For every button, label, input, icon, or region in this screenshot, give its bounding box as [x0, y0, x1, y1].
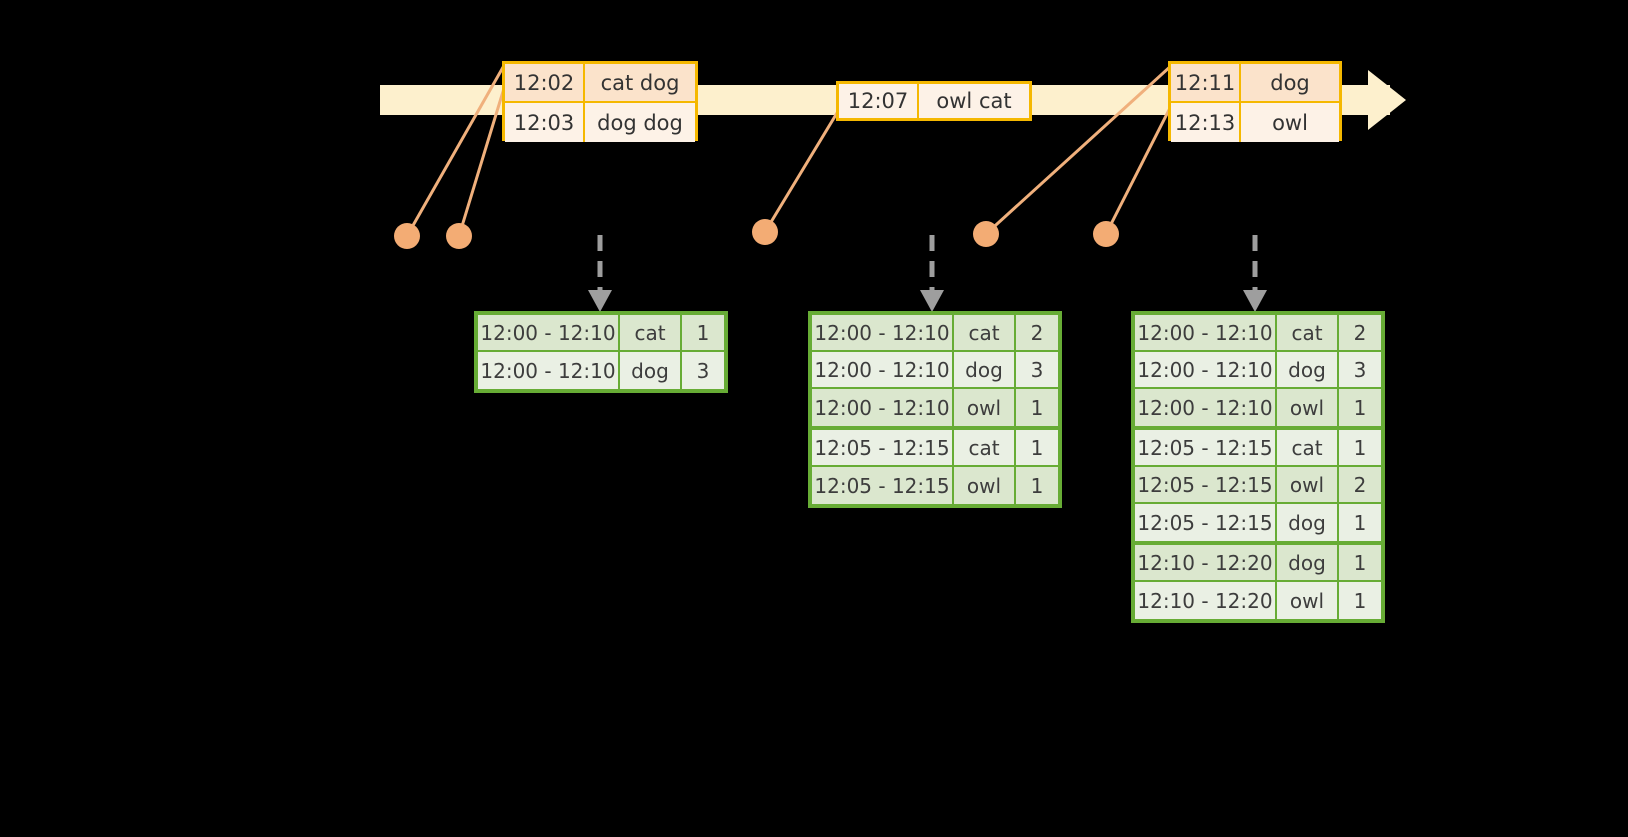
event-row: 12:03 dog dog: [505, 103, 695, 142]
window-count: 2: [1339, 467, 1381, 502]
window-range: 12:00 - 12:10: [1135, 315, 1277, 350]
event-words: dog: [1241, 64, 1339, 101]
window-count: 2: [1339, 315, 1381, 350]
window-range: 12:00 - 12:10: [1135, 389, 1277, 426]
window-range: 12:00 - 12:10: [478, 315, 620, 350]
event-dot-4: [973, 221, 999, 247]
event-box-3[interactable]: 12:11 dog 12:13 owl: [1168, 61, 1342, 142]
window-count: 1: [1016, 467, 1058, 504]
window-count: 1: [1016, 389, 1058, 426]
event-box-2[interactable]: 12:07 owl cat: [836, 81, 1032, 121]
window-count: 1: [1339, 582, 1381, 619]
window-key: owl: [1277, 467, 1339, 502]
window-key: cat: [620, 315, 682, 350]
window-key: dog: [620, 352, 682, 389]
flow-arrow-1-head: [588, 290, 612, 312]
event-dot-3: [752, 219, 778, 245]
window-key: cat: [954, 430, 1016, 465]
window-count: 1: [1339, 504, 1381, 541]
timeline-arrow-head: [1368, 70, 1406, 130]
event-time: 12:11: [1171, 64, 1241, 101]
window-count: 1: [1016, 430, 1058, 465]
window-count: 1: [682, 315, 724, 350]
event-dot-1: [394, 223, 420, 249]
event-time: 12:02: [505, 64, 585, 101]
window-range: 12:05 - 12:15: [1135, 430, 1277, 465]
event-words: owl cat: [919, 84, 1029, 118]
window-range: 12:05 - 12:15: [812, 430, 954, 465]
event-time: 12:03: [505, 103, 585, 142]
window-key: dog: [1277, 504, 1339, 541]
flow-arrow-2-head: [920, 290, 944, 312]
event-words: owl: [1241, 103, 1339, 142]
event-dot-2: [446, 223, 472, 249]
window-range: 12:00 - 12:10: [812, 352, 954, 387]
event-words: dog dog: [585, 103, 695, 142]
window-key: cat: [1277, 315, 1339, 350]
event-row: 12:11 dog: [1171, 64, 1339, 103]
window-key: dog: [1277, 545, 1339, 580]
window-key: owl: [1277, 389, 1339, 426]
window-range: 12:05 - 12:15: [1135, 467, 1277, 502]
window-key: owl: [1277, 582, 1339, 619]
window-range: 12:10 - 12:20: [1135, 545, 1277, 580]
window-count: 1: [1339, 430, 1381, 465]
window-range: 12:10 - 12:20: [1135, 582, 1277, 619]
event-row: 12:02 cat dog: [505, 64, 695, 103]
window-range: 12:05 - 12:15: [1135, 504, 1277, 541]
window-key: cat: [1277, 430, 1339, 465]
window-range: 12:05 - 12:15: [812, 467, 954, 504]
window-key: owl: [954, 389, 1016, 426]
connector-line-5: [1104, 103, 1174, 235]
window-range: 12:00 - 12:10: [1135, 352, 1277, 387]
event-dot-5: [1093, 221, 1119, 247]
window-count: 3: [682, 352, 724, 389]
window-range: 12:00 - 12:10: [812, 315, 954, 350]
event-time: 12:13: [1171, 103, 1241, 142]
event-time: 12:07: [839, 84, 919, 118]
event-row: 12:07 owl cat: [839, 84, 1029, 118]
window-range: 12:00 - 12:10: [812, 389, 954, 426]
window-count: 1: [1339, 389, 1381, 426]
window-range: 12:00 - 12:10: [478, 352, 620, 389]
window-key: dog: [1277, 352, 1339, 387]
window-count: 3: [1016, 352, 1058, 387]
event-words: cat dog: [585, 64, 695, 101]
window-count: 2: [1016, 315, 1058, 350]
event-box-1[interactable]: 12:02 cat dog 12:03 dog dog: [502, 61, 698, 142]
connector-line-3: [763, 107, 842, 233]
window-count: 3: [1339, 352, 1381, 387]
window-key: cat: [954, 315, 1016, 350]
window-count: 1: [1339, 545, 1381, 580]
window-key: owl: [954, 467, 1016, 504]
event-row: 12:13 owl: [1171, 103, 1339, 142]
window-key: dog: [954, 352, 1016, 387]
flow-arrow-3-head: [1243, 290, 1267, 312]
